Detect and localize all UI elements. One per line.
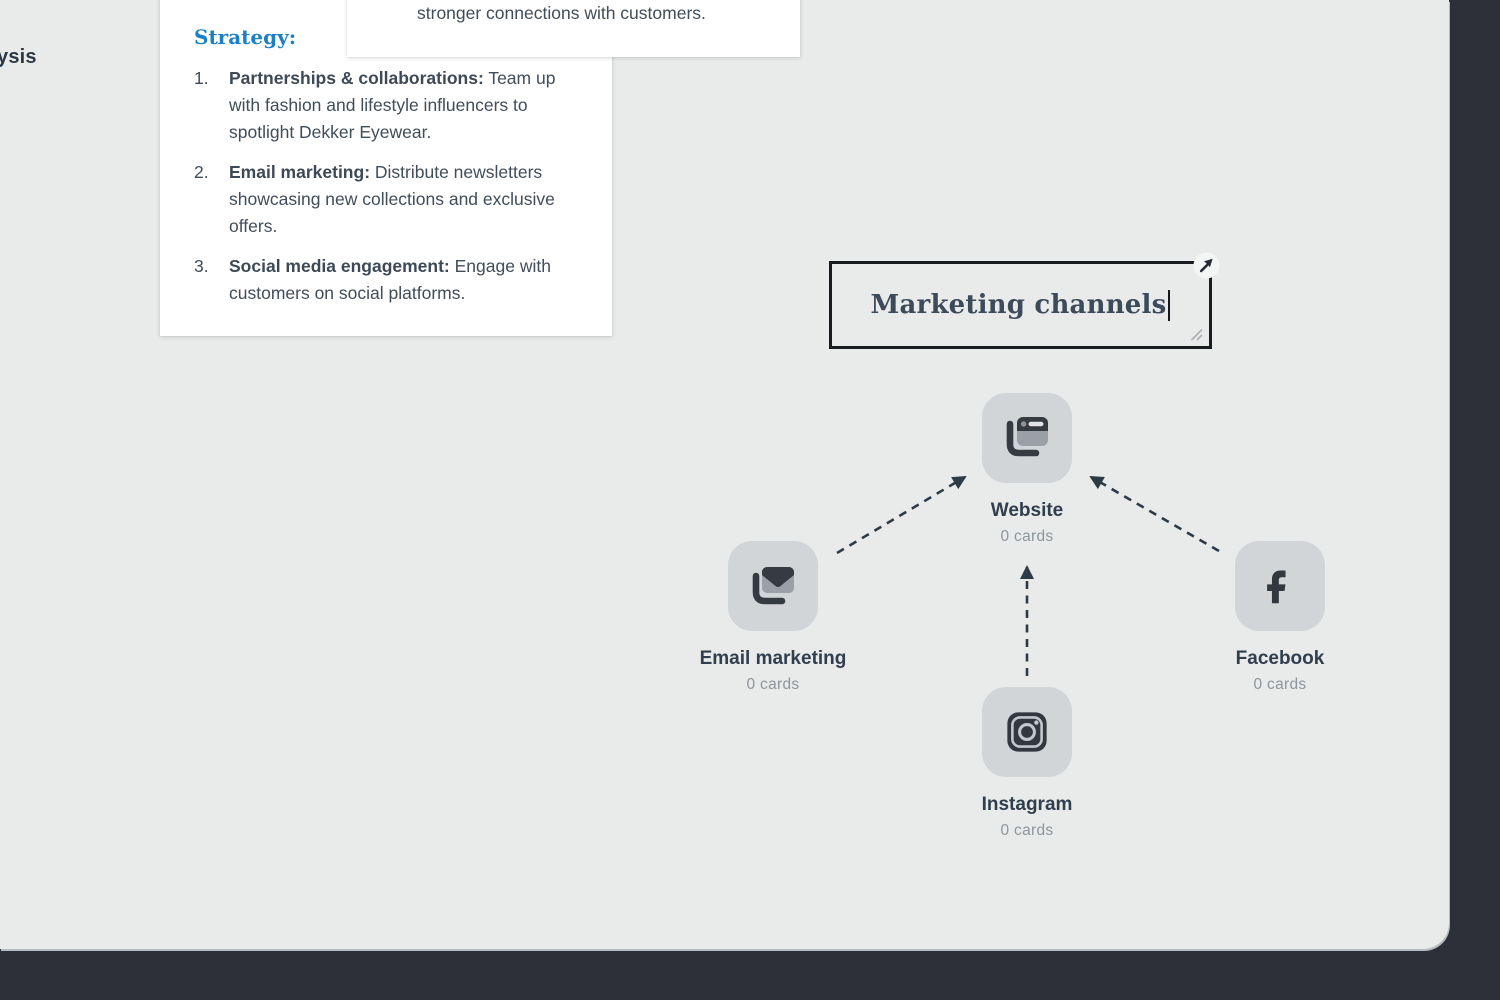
list-item: 3. Social media engagement: Engage with … <box>194 253 584 307</box>
facebook-icon <box>1267 570 1286 604</box>
node-email-tile[interactable] <box>728 541 818 631</box>
node-website-tile[interactable] <box>982 393 1072 483</box>
node-card-count: 0 cards <box>1000 528 1054 545</box>
list-item-text: Partnerships & collaborations: Team up w… <box>229 68 556 142</box>
node-email-marketing: Email marketing 0 cards <box>673 541 873 693</box>
list-item: 1. Partnerships & collaborations: Team u… <box>194 65 584 146</box>
title-text[interactable]: Marketing channels <box>870 290 1167 320</box>
node-instagram-tile[interactable] <box>982 687 1072 777</box>
list-item-number: 3. <box>194 256 209 276</box>
node-label[interactable]: Instagram <box>981 794 1073 815</box>
node-facebook-tile[interactable] <box>1235 541 1325 631</box>
node-card-count: 0 cards <box>1000 822 1054 839</box>
list-item-number: 1. <box>194 68 209 88</box>
node-instagram: Instagram 0 cards <box>927 687 1127 839</box>
node-label[interactable]: Email marketing <box>699 648 847 669</box>
node-card-count: 0 cards <box>746 676 800 693</box>
list-item-text: Email marketing: Distribute newsletters … <box>229 162 555 236</box>
envelope-icon <box>752 567 794 605</box>
resize-handle[interactable] <box>1189 327 1204 342</box>
strategy-list: 1. Partnerships & collaborations: Team u… <box>194 65 584 307</box>
browser-window-icon <box>1006 417 1048 457</box>
open-arrow-badge[interactable] <box>1193 252 1220 279</box>
note-card[interactable]: stronger connections with customers. <box>347 0 800 57</box>
text-cursor <box>1168 289 1171 321</box>
node-label[interactable]: Facebook <box>1235 648 1325 669</box>
node-card-count: 0 cards <box>1253 676 1307 693</box>
node-website: Website 0 cards <box>927 393 1127 545</box>
whiteboard-canvas[interactable]: ysis Strategy: 1. Partnerships & collabo… <box>0 0 1449 949</box>
node-label[interactable]: Website <box>990 500 1064 521</box>
list-item-text: Social media engagement: Engage with cus… <box>229 256 551 303</box>
clipped-heading-fragment[interactable]: ysis <box>0 46 37 68</box>
list-item: 2. Email marketing: Distribute newslette… <box>194 159 584 240</box>
list-item-number: 2. <box>194 162 209 182</box>
instagram-icon <box>1007 712 1047 752</box>
strategy-heading: Strategy: <box>194 25 297 49</box>
title-text-box[interactable]: Marketing channels <box>829 252 1220 349</box>
arrow-ne-icon <box>1199 263 1209 273</box>
note-card-text: stronger connections with customers. <box>417 3 706 23</box>
node-facebook: Facebook 0 cards <box>1180 541 1380 693</box>
